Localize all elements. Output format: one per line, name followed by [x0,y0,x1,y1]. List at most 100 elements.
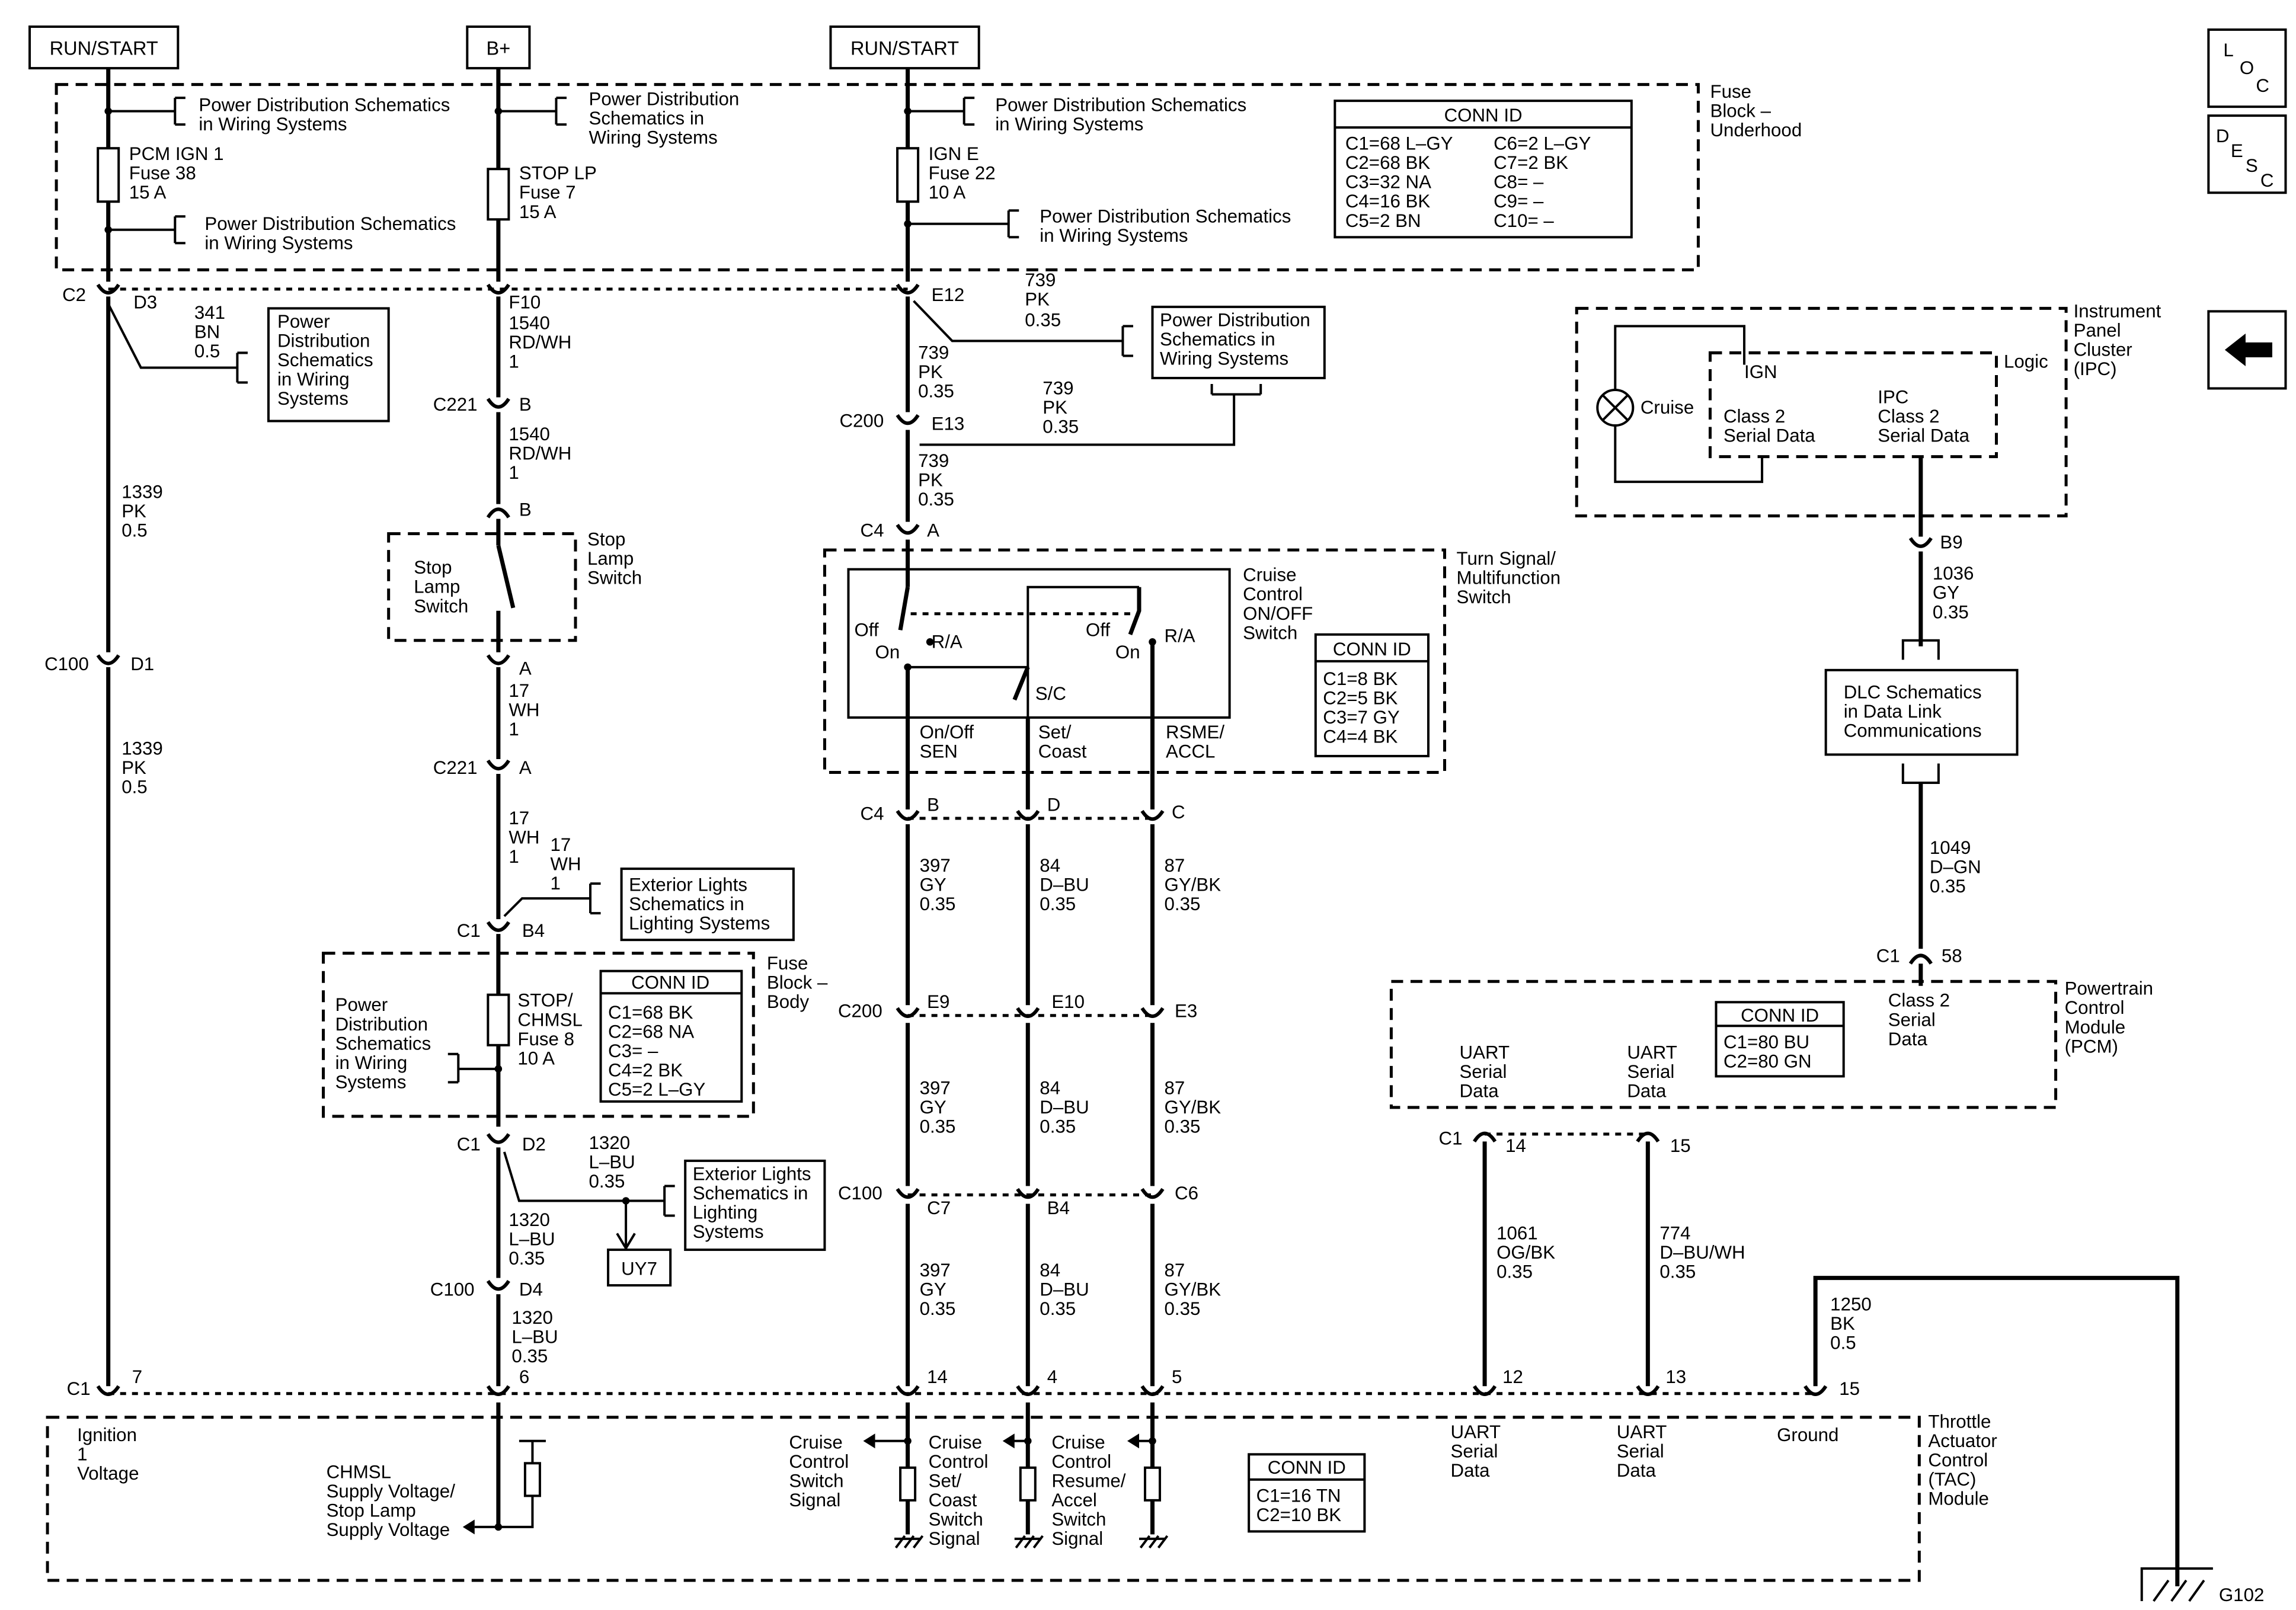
svg-text:Systems: Systems [693,1221,764,1242]
svg-text:On: On [875,642,900,662]
fuse-22-label: IGN E Fuse 22 10 A [929,143,996,203]
svg-text:0.35: 0.35 [1040,1298,1076,1319]
loc-button[interactable]: L O C [2207,28,2287,108]
svg-text:1339: 1339 [121,482,163,502]
svg-text:C1: C1 [1876,946,1900,966]
svg-text:0.35: 0.35 [1659,1262,1696,1282]
back-button[interactable] [2207,310,2287,390]
tac-chmsl-label: CHMSL Supply Voltage/ Stop Lamp Supply V… [327,1461,456,1540]
svg-text:Module: Module [1928,1488,1989,1509]
svg-text:C1=68 BK: C1=68 BK [608,1002,693,1023]
svg-text:0.35: 0.35 [1165,1116,1201,1137]
svg-text:Lighting Systems: Lighting Systems [629,913,770,934]
svg-text:7: 7 [132,1366,142,1387]
svg-text:RD/WH: RD/WH [509,443,571,464]
svg-text:Panel: Panel [2074,320,2121,341]
svg-text:C221: C221 [433,757,478,778]
wire-397-label-a: 397 GY 0.35 [920,855,956,914]
svg-text:Class 2: Class 2 [1888,990,1950,1011]
svg-text:C4: C4 [860,804,884,824]
fuse-22 [896,147,920,203]
svg-text:Supply Voltage: Supply Voltage [327,1519,450,1540]
conn-id-table-pcm: CONN ID C1=80 BU C2=80 GN [1715,1001,1845,1078]
turn-signal-switch-label: Turn Signal/ Multifunction Switch [1457,548,1561,607]
svg-text:E9: E9 [927,991,949,1012]
svg-text:Switch: Switch [1243,622,1297,643]
svg-text:BN: BN [194,321,220,342]
wire-87-label-a: 87 GY/BK 0.35 [1165,855,1221,914]
svg-text:D2: D2 [522,1134,546,1154]
svg-text:Data: Data [1451,1460,1491,1481]
svg-text:C221: C221 [433,394,478,415]
svg-text:IGN E: IGN E [929,143,979,164]
svg-text:C10= –: C10= – [1494,210,1554,231]
svg-text:GY: GY [920,1279,946,1300]
svg-text:0.35: 0.35 [1930,876,1966,897]
svg-text:Instrument: Instrument [2074,300,2161,321]
svg-text:Switch: Switch [414,596,468,616]
svg-text:C4=16 BK: C4=16 BK [1345,191,1431,212]
svg-text:Switch: Switch [587,568,642,588]
svg-text:F10: F10 [509,292,541,312]
svg-text:A: A [927,520,939,541]
svg-text:Supply Voltage/: Supply Voltage/ [327,1481,456,1502]
svg-text:Power: Power [335,994,388,1015]
svg-text:Coast: Coast [1038,741,1087,761]
svg-text:Control: Control [789,1451,849,1472]
svg-text:Schematics in: Schematics in [629,894,744,914]
cruise-switch-body [847,568,1231,719]
svg-text:Fuse 38: Fuse 38 [129,163,196,184]
svg-text:0.35: 0.35 [1165,1298,1201,1319]
svg-text:0.35: 0.35 [918,489,954,510]
svg-text:1: 1 [509,351,519,372]
power-source-run-start-right: RUN/START [829,25,980,70]
svg-text:B: B [519,500,532,520]
svg-text:O: O [2240,57,2254,78]
svg-text:A: A [519,757,532,778]
desc-button[interactable]: D E S C [2207,114,2287,194]
svg-text:B+: B+ [487,38,511,59]
svg-text:CONN ID: CONN ID [1333,639,1411,660]
wire-341-label: 341 BN 0.5 [194,302,225,361]
svg-text:S: S [2246,155,2258,176]
conn-id-table-underhood: CONN ID C1=68 L–GY C2=68 BK C3=32 NA C4=… [1334,100,1633,239]
stop-lamp-switch-contact [496,545,516,609]
svg-text:C4=2 BK: C4=2 BK [608,1060,683,1080]
svg-text:4: 4 [1047,1366,1057,1387]
wire-1339-label-b: 1339 PK 0.5 [121,738,163,797]
svg-text:Multifunction: Multifunction [1457,568,1561,588]
svg-text:Switch: Switch [1051,1509,1106,1529]
wire-84-label-b: 84 D–BU 0.35 [1040,1077,1089,1137]
svg-text:C100: C100 [430,1279,475,1300]
svg-text:Cruise: Cruise [1051,1432,1105,1452]
svg-text:C5=2 L–GY: C5=2 L–GY [608,1079,705,1100]
svg-text:ACCL: ACCL [1166,741,1215,761]
svg-text:S/C: S/C [1035,683,1066,704]
tac-module-outline [46,1416,1921,1582]
svg-text:0.35: 0.35 [1040,894,1076,914]
svg-text:774: 774 [1659,1223,1690,1244]
svg-text:Power Distribution: Power Distribution [589,89,740,110]
svg-text:Signal: Signal [929,1528,980,1549]
svg-text:CHMSL: CHMSL [517,1009,582,1030]
wire-397-label-c: 397 GY 0.35 [920,1260,956,1319]
svg-text:17: 17 [509,808,529,828]
svg-text:Cruise: Cruise [1243,565,1296,585]
svg-text:IGN: IGN [1744,361,1777,382]
svg-text:0.5: 0.5 [121,776,147,797]
svg-text:E10: E10 [1051,991,1085,1012]
svg-text:Power Distribution Schematics: Power Distribution Schematics [199,95,450,116]
svg-text:L–BU: L–BU [509,1229,555,1250]
svg-text:C: C [2260,170,2274,191]
left-arrow-icon [2224,333,2272,366]
ipc-class2-left: Class 2 Serial Data [1723,406,1815,446]
svg-text:RSME/: RSME/ [1166,722,1224,742]
svg-text:Lamp: Lamp [587,548,634,569]
svg-text:Data: Data [1627,1080,1667,1101]
wire-87-label-b: 87 GY/BK 0.35 [1165,1077,1221,1137]
svg-text:Logic: Logic [2004,351,2048,372]
svg-text:GY/BK: GY/BK [1165,875,1221,895]
svg-text:0.35: 0.35 [1025,309,1061,330]
svg-text:Block –: Block – [767,972,828,993]
svg-text:Cruise: Cruise [929,1432,982,1452]
